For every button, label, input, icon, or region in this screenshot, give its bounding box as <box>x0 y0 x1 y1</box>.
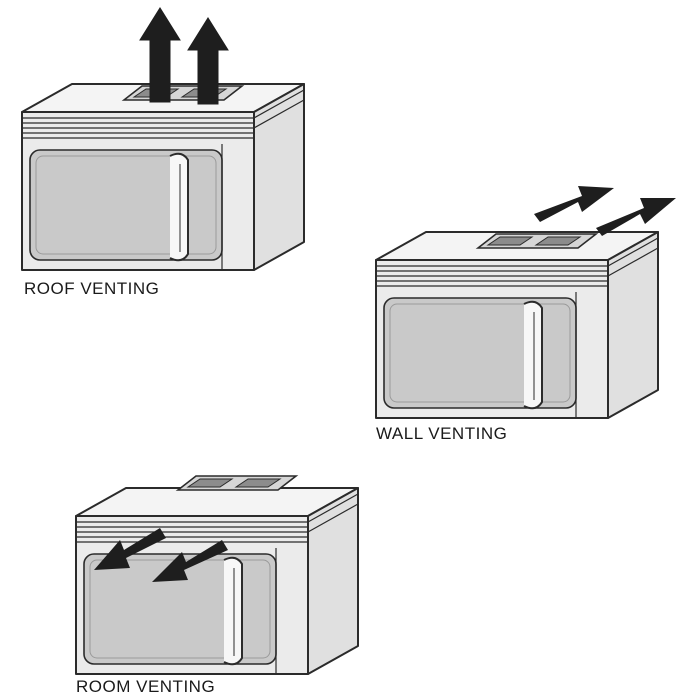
roof-vent-plate <box>123 85 243 101</box>
roof-arrow-right <box>187 17 229 105</box>
wall-venting-unit <box>375 186 676 419</box>
wall-venting-label: WALL VENTING <box>376 424 507 443</box>
wall-arrow-left <box>534 186 614 222</box>
room-vent-plate <box>177 475 297 491</box>
roof-venting-label: ROOF VENTING <box>24 279 159 298</box>
roof-venting-unit <box>21 7 305 271</box>
wall-vent-plate <box>477 233 597 249</box>
wall-arrow-right <box>596 198 676 236</box>
room-arrow-left <box>94 528 166 570</box>
room-arrow-right <box>152 540 228 582</box>
room-venting-label: ROOM VENTING <box>76 677 215 696</box>
roof-arrow-left <box>139 7 181 103</box>
room-venting-unit <box>75 475 359 675</box>
